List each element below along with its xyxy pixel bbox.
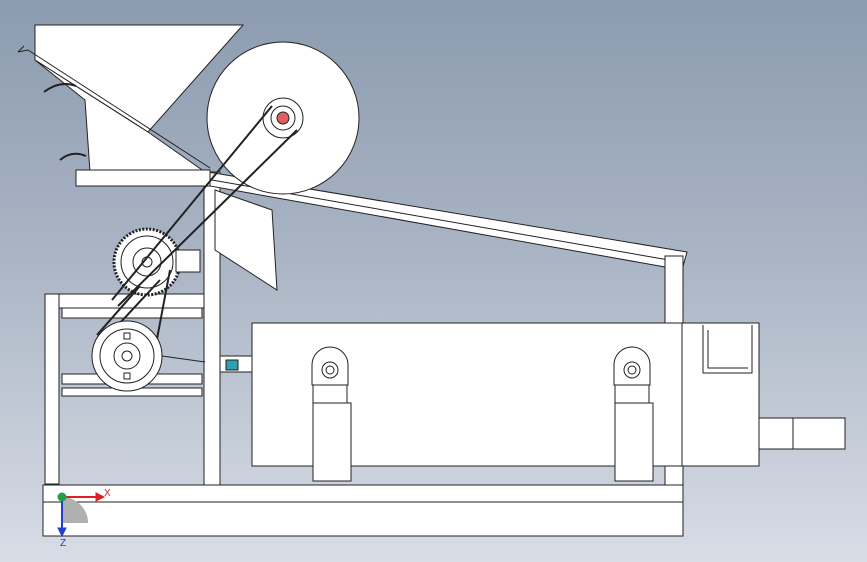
guard-plate [214, 189, 278, 291]
feed-hopper [17, 24, 245, 173]
base-frame [42, 484, 684, 537]
discharge-pipe [758, 417, 846, 450]
motor-pulley [91, 320, 206, 392]
z-axis-label: Z [60, 538, 66, 549]
flywheel [206, 41, 360, 195]
hopper-shelf [75, 169, 211, 187]
outlet-box [681, 322, 760, 467]
bearing-support-left [311, 346, 352, 482]
shaft-coupling [219, 355, 253, 373]
bearing-support-right [613, 346, 654, 482]
x-axis-label: X [104, 488, 111, 499]
axis-triad [57, 492, 106, 538]
